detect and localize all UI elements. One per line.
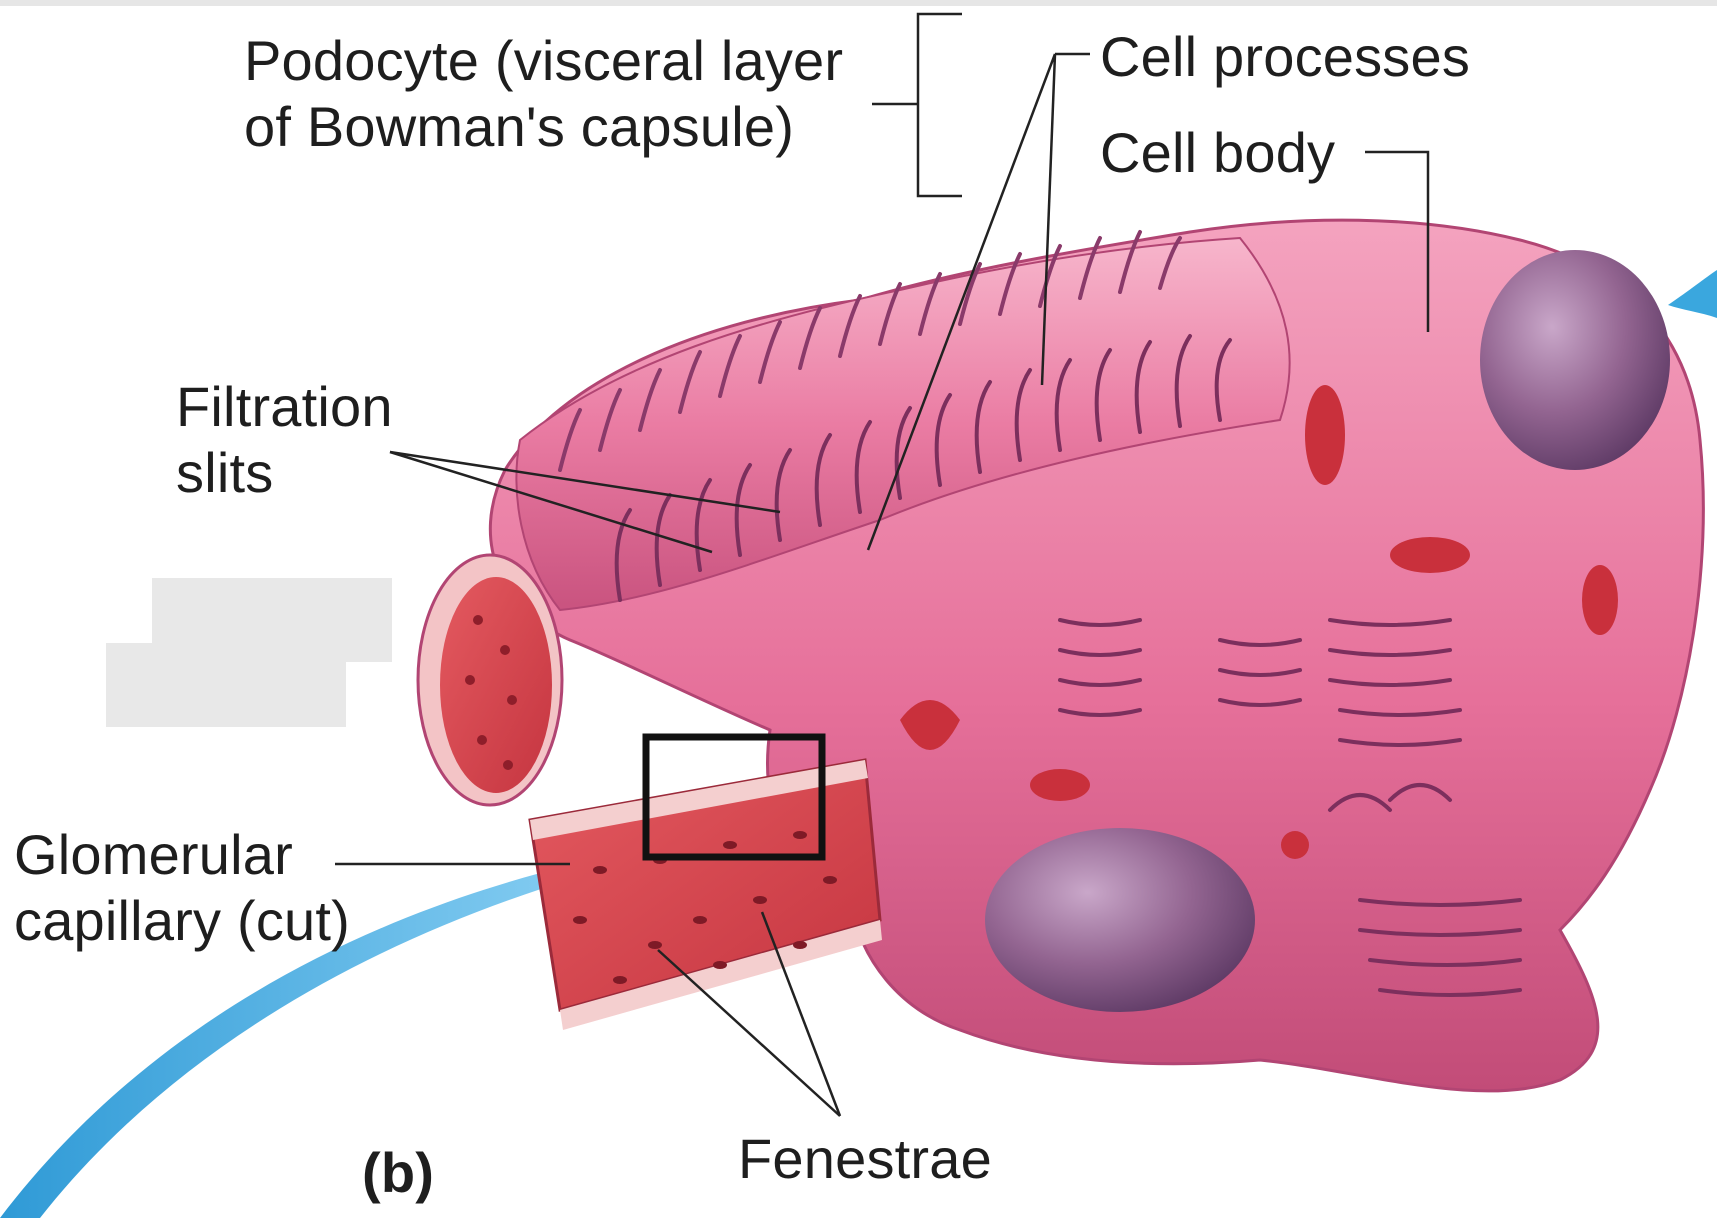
redaction-box-2 — [106, 643, 346, 727]
label-glomerular-capillary-line-1: Glomerular — [14, 822, 350, 888]
label-cell-body: Cell body — [1100, 120, 1335, 186]
label-filtration-slits: Filtration slits — [176, 374, 393, 506]
nucleus-upper — [1480, 250, 1670, 470]
label-glomerular-capillary-line-2: capillary (cut) — [14, 888, 350, 954]
panel-label: (b) — [362, 1140, 434, 1206]
podocyte-bracket — [918, 14, 962, 196]
gap-red-3 — [1582, 565, 1618, 635]
top-edge — [0, 0, 1717, 6]
gap-red-4 — [1030, 769, 1090, 801]
nucleus-lower — [985, 828, 1255, 1012]
label-cell-processes: Cell processes — [1100, 24, 1470, 90]
gap-red-5 — [1281, 831, 1309, 859]
label-filtration-slits-line-2: slits — [176, 440, 393, 506]
blue-arc-right — [1668, 270, 1717, 318]
capillary-cut-end-lumen — [440, 577, 552, 793]
gap-red-2 — [1390, 537, 1470, 573]
gap-red-1 — [1305, 385, 1345, 485]
label-podocyte-line-1: Podocyte (visceral layer — [244, 28, 843, 94]
label-podocyte: Podocyte (visceral layer of Bowman's cap… — [244, 28, 843, 160]
label-podocyte-line-2: of Bowman's capsule) — [244, 94, 843, 160]
label-filtration-slits-line-1: Filtration — [176, 374, 393, 440]
label-glomerular-capillary: Glomerular capillary (cut) — [14, 822, 350, 954]
label-fenestrae: Fenestrae — [738, 1126, 992, 1192]
